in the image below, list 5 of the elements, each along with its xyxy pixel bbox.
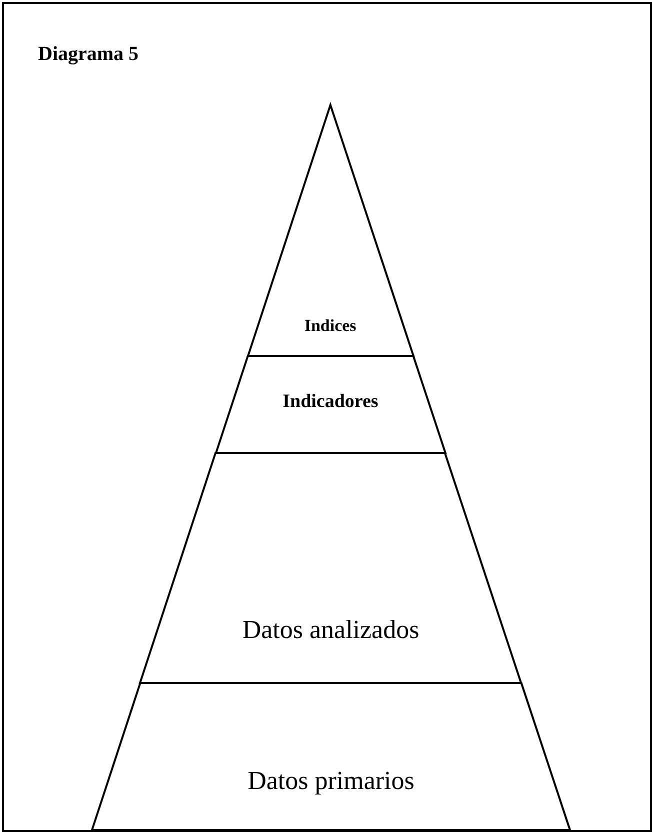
diagram-title: Diagrama 5 [38,44,139,64]
layer-label: Indicadores [282,392,378,411]
layer-label: Datos primarios [248,768,414,794]
layer-label: Indices [304,317,356,334]
layer-label: Datos analizados [242,617,420,643]
